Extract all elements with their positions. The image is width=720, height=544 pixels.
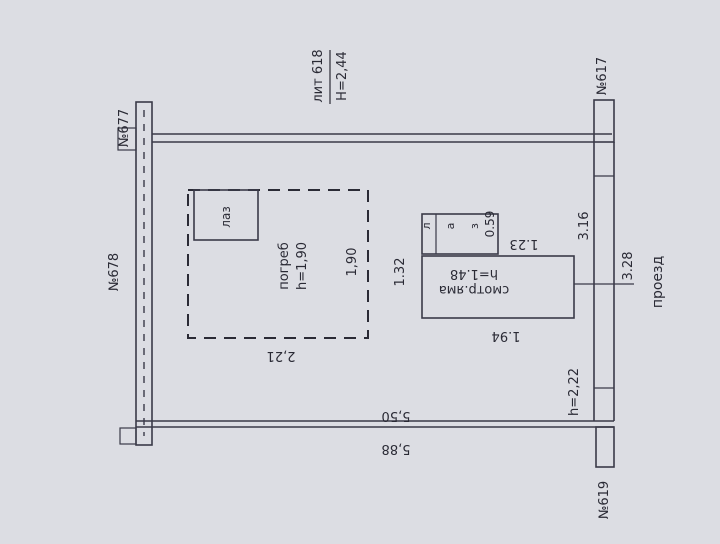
cellar-height: h=1,90 xyxy=(295,242,310,290)
pit-outline xyxy=(421,255,575,319)
cellar-hatch-label: лаз xyxy=(219,206,233,227)
neighbor-678: №678 xyxy=(107,253,122,291)
cellar-dim-side: 1,90 xyxy=(345,248,360,277)
wall-right-post-bottom xyxy=(595,426,615,468)
passage-label: проезд xyxy=(650,256,666,308)
wall-left-junction-top xyxy=(117,127,137,151)
pit-hatch-letter-2: а xyxy=(444,223,457,230)
cellar-outline xyxy=(187,189,369,339)
door-height: h=2,22 xyxy=(567,368,582,416)
dimensions: 3.16 3.28 5,50 5,88 h=2,22 xyxy=(382,212,636,456)
pit-dim-side: 1.32 xyxy=(393,258,408,287)
neighbor-677: №677 xyxy=(117,109,132,147)
pit-name: смотр.яма xyxy=(439,282,509,297)
inspection-pit: л а з 0.59 смотр.яма h=1.48 1.32 1.23 1.… xyxy=(393,211,634,343)
pit-hatch-dim: 0.59 xyxy=(483,211,497,238)
cellar: лаз погреб h=1,90 1,90 2,21 xyxy=(187,189,369,363)
neighbor-619: №619 xyxy=(597,481,612,519)
dim-outer-length: 5,88 xyxy=(382,441,411,456)
cellar-hatch-box xyxy=(193,189,259,241)
dim-3-16: 3.16 xyxy=(577,212,592,241)
wall-left-junction-bottom xyxy=(119,427,137,445)
building-lit: лит 618 xyxy=(311,49,326,102)
pit-dim-inner: 1.23 xyxy=(510,236,539,251)
cellar-dim-bottom: 2,21 xyxy=(267,348,296,363)
walls xyxy=(117,99,615,468)
pit-dim-width: 1.94 xyxy=(492,328,521,343)
building-label: лит 618 H=2,44 xyxy=(311,49,350,104)
dim-inner-length: 5,50 xyxy=(382,408,411,423)
neighbor-labels: №677 №678 №617 №619 xyxy=(107,57,612,519)
pit-hatch-letter-1: л xyxy=(420,222,433,229)
pit-height: h=1.48 xyxy=(450,266,498,281)
pit-hatch-box xyxy=(421,213,499,255)
wall-left xyxy=(135,101,153,446)
cellar-name: погреб xyxy=(277,242,292,290)
neighbor-617: №617 xyxy=(595,57,610,95)
building-height: H=2,44 xyxy=(335,51,350,101)
pit-hatch-letter-3: з xyxy=(468,223,481,229)
dim-3-28: 3.28 xyxy=(621,252,636,281)
wall-right-post-top xyxy=(593,99,615,143)
